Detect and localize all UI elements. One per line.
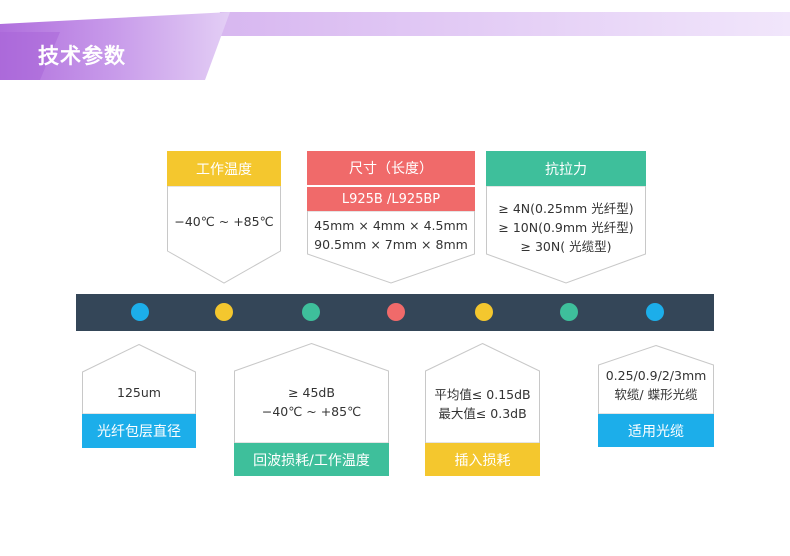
- card-frame: [167, 185, 281, 284]
- card-value-line-2: ≥ 10N(0.9mm 光纤型): [498, 220, 634, 235]
- card-label: 回波损耗/工作温度: [234, 443, 389, 476]
- card-label: 抗拉力: [486, 151, 646, 186]
- card-label: 光纤包层直径: [82, 414, 196, 448]
- card-dimensions: 尺寸（长度） L925B /L925BP 45mm × 4mm × 4.5mm …: [307, 151, 475, 284]
- card-label: 适用光缆: [598, 414, 714, 447]
- card-value: 125um: [117, 385, 161, 400]
- timeline-dot-blue: [131, 303, 149, 321]
- card-value-line-2: 90.5mm × 7mm × 8mm: [314, 237, 468, 252]
- card-value-line-1: 0.25/0.9/2/3mm: [605, 368, 707, 383]
- card-frame: [486, 185, 646, 284]
- card-tensile-strength: 抗拉力 ≥ 4N(0.25mm 光纤型) ≥ 10N(0.9mm 光纤型) ≥ …: [486, 151, 646, 284]
- timeline-dot-red: [387, 303, 405, 321]
- card-value-line-2: 软缆/ 蝶形光缆: [614, 387, 698, 402]
- card-applicable-cable: 0.25/0.9/2/3mm 软缆/ 蝶形光缆 适用光缆: [598, 345, 714, 447]
- card-label: 插入损耗: [425, 443, 540, 476]
- card-value-line-2: −40℃ ~ +85℃: [261, 404, 362, 419]
- card-sublabel: L925B /L925BP: [307, 187, 475, 211]
- card-label: 尺寸（长度）: [307, 151, 475, 185]
- timeline-dot-yellow: [475, 303, 493, 321]
- card-value-line-1: 45mm × 4mm × 4.5mm: [314, 218, 468, 233]
- timeline-dot-blue: [646, 303, 664, 321]
- timeline-dot-green: [302, 303, 320, 321]
- card-value-line-1: ≥ 45dB: [288, 385, 335, 400]
- card-value-line-1: 平均值≤ 0.15dB: [434, 387, 531, 402]
- timeline-bar: [76, 294, 714, 331]
- card-value-line-2: 最大值≤ 0.3dB: [438, 406, 527, 421]
- card-value: −40℃ ~ +85℃: [174, 214, 274, 229]
- timeline-dot-yellow: [215, 303, 233, 321]
- timeline-dot-green: [560, 303, 578, 321]
- card-value-line-3: ≥ 30N( 光缆型): [520, 239, 612, 254]
- page-title: 技术参数: [38, 44, 126, 68]
- card-value-line-1: ≥ 4N(0.25mm 光纤型): [498, 201, 634, 216]
- card-cladding-diameter: 125um 光纤包层直径: [82, 344, 196, 448]
- card-label: 工作温度: [167, 151, 281, 186]
- header-banner: 技术参数: [0, 10, 790, 80]
- card-return-loss: ≥ 45dB −40℃ ~ +85℃ 回波损耗/工作温度: [234, 343, 389, 476]
- card-frame: [307, 210, 475, 284]
- card-insertion-loss: 平均值≤ 0.15dB 最大值≤ 0.3dB 插入损耗: [425, 343, 540, 476]
- card-operating-temperature: 工作温度 −40℃ ~ +85℃: [167, 151, 281, 284]
